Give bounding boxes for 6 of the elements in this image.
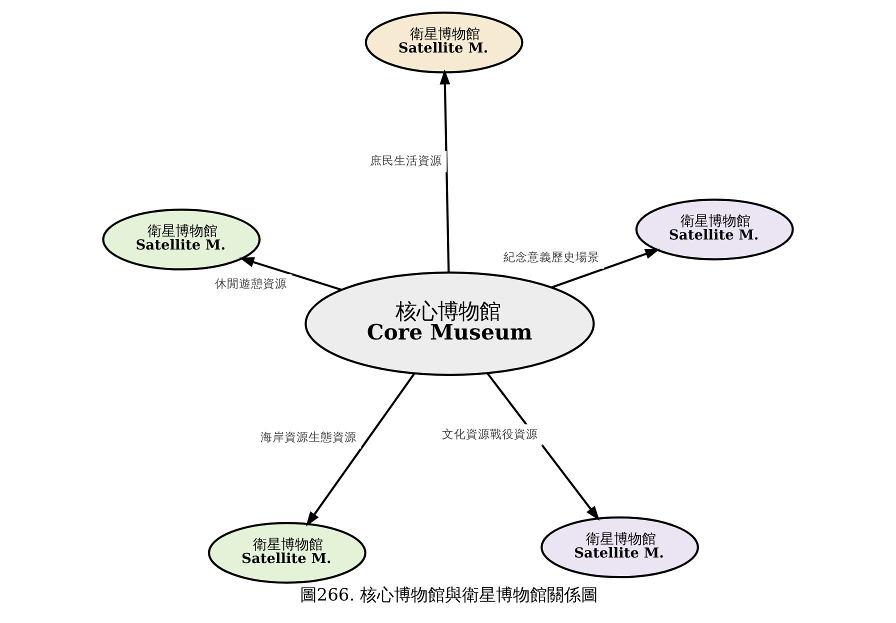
edge-label: 文化資源戰役資源 xyxy=(442,426,538,441)
caption: 圖266. 核心博物館與衛星博物館關係圖 xyxy=(300,586,598,606)
edge-label: 休閒遊憩資源 xyxy=(215,276,288,291)
edge-label: 庶民生活資源 xyxy=(370,154,442,168)
edge-label: 海岸資源生態資源 xyxy=(260,430,357,444)
edge-label: 紀念意義歷史場景 xyxy=(504,250,600,264)
